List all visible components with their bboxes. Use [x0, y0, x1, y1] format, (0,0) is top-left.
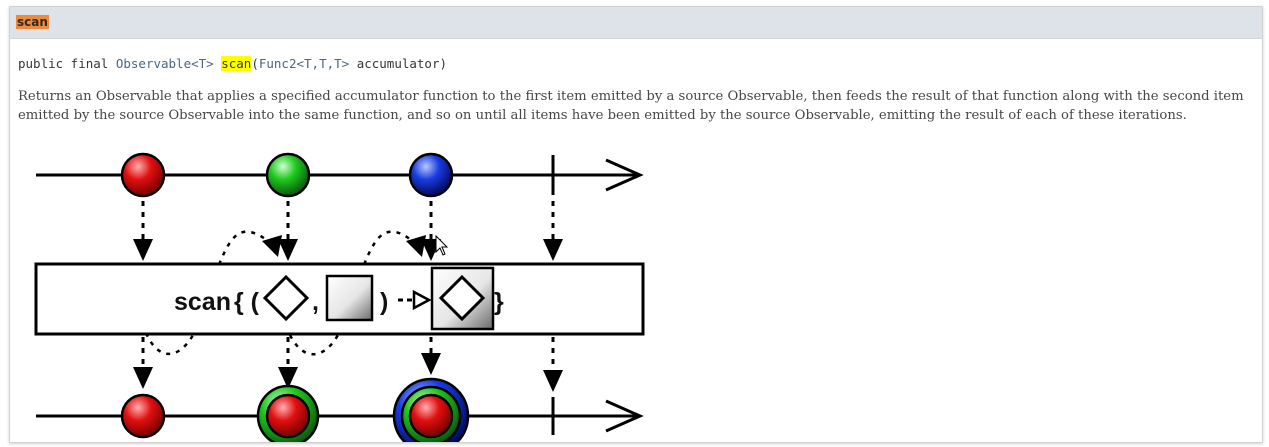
operator-comma: , — [312, 288, 319, 316]
operator-label: scan — [174, 288, 231, 316]
signature-param-type[interactable]: Func2<T,T,T> — [258, 56, 350, 71]
source-item-blue — [408, 152, 454, 198]
method-detail-panel: scan public final Observable<T> scan(Fun… — [9, 6, 1263, 443]
mouse-cursor-icon — [435, 234, 449, 256]
operator-close-brace: } — [494, 288, 504, 316]
marble-diagram: scan { ( , ) } — [34, 152, 645, 442]
result-timeline-arrow — [605, 399, 644, 433]
method-description: Returns an Observable that applies a spe… — [18, 89, 1244, 123]
method-signature: public final Observable<T> scan(Func2<T,… — [18, 56, 447, 71]
operator-close-paren: ) — [380, 288, 388, 316]
method-header: scan — [10, 7, 1262, 39]
signature-param-name: accumulator) — [349, 56, 448, 71]
output-arrows — [141, 337, 555, 370]
feedback-curves — [144, 230, 417, 356]
source-item-green — [265, 152, 311, 198]
method-name: scan — [16, 15, 49, 29]
operator-open-brace: { ( — [234, 288, 260, 316]
signature-return-type[interactable]: Observable<T> — [115, 56, 214, 71]
signature-method-name: scan — [221, 56, 252, 71]
signature-open-paren: ( — [251, 56, 259, 71]
accumulator-diamond-icon — [262, 274, 310, 322]
signature-modifiers: public final — [18, 56, 116, 71]
result-diamond-icon — [438, 274, 486, 322]
output-arrowheads — [133, 353, 563, 392]
source-item-red — [120, 152, 166, 198]
input-arrows — [141, 201, 555, 239]
source-timeline-arrow — [605, 158, 644, 192]
result-item-red — [120, 393, 166, 439]
result-item-green-red — [256, 384, 320, 442]
produces-arrow-icon — [412, 289, 432, 311]
item-square-icon — [325, 274, 374, 322]
input-arrowheads — [133, 239, 563, 261]
result-item-blue-green-red — [392, 377, 470, 442]
feedback-arrowheads — [262, 235, 426, 257]
